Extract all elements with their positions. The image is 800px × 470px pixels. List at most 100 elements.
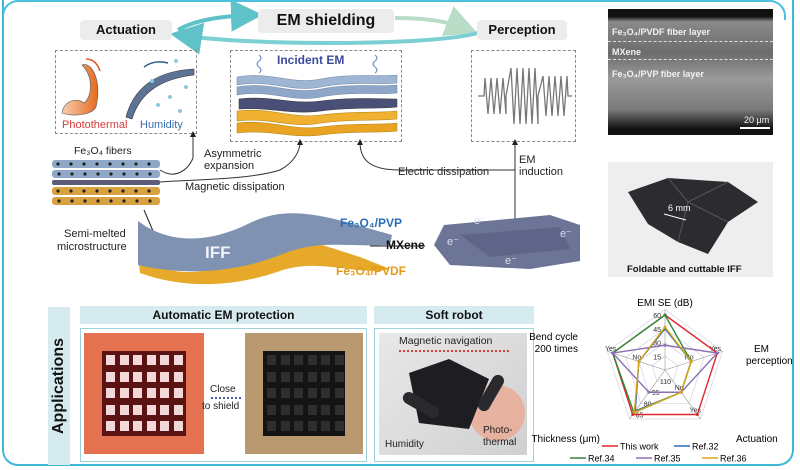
incident-em-label: Incident EM [277, 53, 345, 67]
mxene-sheet [460, 227, 570, 257]
radar-tick-label: 30 [653, 341, 661, 348]
radar-point [632, 410, 636, 414]
scale-bar [740, 127, 770, 129]
radar-tick-label: Yes [710, 346, 722, 353]
pvp-fiber [52, 160, 160, 168]
fe3o4-particle [135, 172, 139, 176]
foldable-iff-photo: 6 mm Foldable and cuttable IFF [608, 162, 773, 277]
robot-photothermal-label-2: thermal [483, 437, 517, 448]
fe3o4-particle [56, 189, 60, 193]
radar-series-ref-36 [633, 325, 692, 414]
grid-cell [160, 404, 169, 415]
radar-point [663, 343, 667, 347]
grid-cell [334, 421, 344, 431]
concept-cycle-arrows [170, 0, 479, 55]
sem-layer1-label: Fe₃O₄/PVDF fiber layer [612, 27, 710, 37]
grid-cell [294, 355, 303, 365]
pvdf-layer-2 [236, 121, 398, 137]
grid-cell [307, 355, 317, 365]
pvp-layer-2 [236, 84, 398, 99]
grid-cell [133, 388, 142, 398]
radar-gridline [625, 328, 705, 404]
fe3o4-particle [82, 189, 86, 193]
asymmetric-label-1: Asymmetric [204, 148, 262, 160]
radar-axis-label: Thickness (μm) [531, 434, 600, 445]
folded-film-illustration [628, 177, 758, 254]
radar-axis-label: EMI SE (dB) [637, 298, 693, 309]
grid-cell [133, 371, 142, 382]
em-protection-photo-before [84, 333, 204, 454]
actuation-label: Actuation [80, 20, 172, 40]
radar-tick-label: Yes [690, 407, 702, 414]
mxene-layer-label: MXene [386, 238, 425, 252]
grid-cell [173, 355, 183, 365]
fe3o4-particle [147, 189, 151, 193]
legend-label: Ref.32 [692, 442, 719, 452]
pvp-fiber [52, 170, 160, 178]
grid-cell [321, 371, 330, 382]
grid-cell [146, 355, 156, 365]
pvp-layer-label: Fe₃O₄/PVP [340, 216, 402, 230]
grid-cell [334, 371, 344, 382]
grid-cell [146, 371, 156, 382]
fe3o4-particle [83, 199, 87, 203]
radar-tick-label: No [632, 355, 641, 362]
grid-cell [334, 355, 344, 365]
grid-cell [133, 404, 142, 415]
mxene-pointer [370, 245, 425, 247]
iff-film-illustration [138, 213, 392, 285]
fe3o4-particles [56, 162, 152, 203]
layer-divider [608, 59, 773, 60]
radar-point [695, 412, 699, 416]
radar-tick-label: 60 [653, 313, 661, 320]
legend-label: Ref.35 [654, 454, 681, 464]
semi-melted-label-2: microstructure [57, 241, 127, 253]
radar-tick-label: Yes [605, 346, 617, 353]
grid-cell [267, 371, 276, 382]
grid-cell [173, 388, 183, 398]
soft-robot-header: Soft robot [374, 306, 534, 324]
humidity-curl-arrow [143, 61, 169, 68]
to-shield-label: to shield [202, 401, 240, 412]
fe3o4-particle [122, 199, 126, 203]
mxene-sheets-illustration [434, 215, 580, 269]
shielding-layers-illustration [236, 54, 398, 137]
radar-series-ref-32 [634, 327, 692, 413]
fe3o4-particle [148, 172, 152, 176]
robot-humidity-label: Humidity [385, 439, 424, 450]
grid-cell [321, 355, 330, 365]
soft-robot-panel: Magnetic navigation Humidity Photo- ther… [374, 328, 534, 462]
grid-cell [307, 404, 317, 415]
grid-cell [160, 371, 169, 382]
fe3o4-particle [82, 162, 86, 166]
arrow-actuation-to-shielding [176, 0, 263, 32]
grid-cell [160, 388, 169, 398]
humidity-label: Humidity [140, 119, 183, 131]
grid-cell [173, 404, 183, 415]
electric-dissipation-label: Electric dissipation [398, 166, 490, 178]
radar-tick-label: No [675, 385, 684, 392]
semi-melted-label-1: Semi-melted [64, 228, 126, 240]
grid-cell [307, 371, 317, 382]
fe3o4-particle [148, 199, 152, 203]
fe3o4-particle [57, 199, 61, 203]
em-shielding-label: EM shielding [258, 9, 394, 33]
foldable-caption: Foldable and cuttable IFF [627, 264, 742, 275]
robot-photothermal-label-1: Photo- [483, 425, 513, 436]
radar-point [647, 390, 651, 394]
radar-axis-label: Actuation [736, 434, 778, 445]
fe3o4-particle [108, 189, 112, 193]
grid-cell [119, 404, 129, 415]
fe3o4-particle [96, 199, 100, 203]
grid-cell [119, 421, 129, 431]
grid-cell [106, 388, 115, 398]
induction-signal-waveform [478, 67, 572, 125]
grid-cell [267, 355, 276, 365]
fe3o4-particle [147, 162, 151, 166]
grid-cell [146, 421, 156, 431]
radar-axis-label: 200 times [535, 344, 578, 355]
radar-axis-label: Bend cycle [529, 332, 578, 343]
fibers-illustration [52, 160, 160, 205]
em-induction-label-1: EM [519, 154, 536, 166]
